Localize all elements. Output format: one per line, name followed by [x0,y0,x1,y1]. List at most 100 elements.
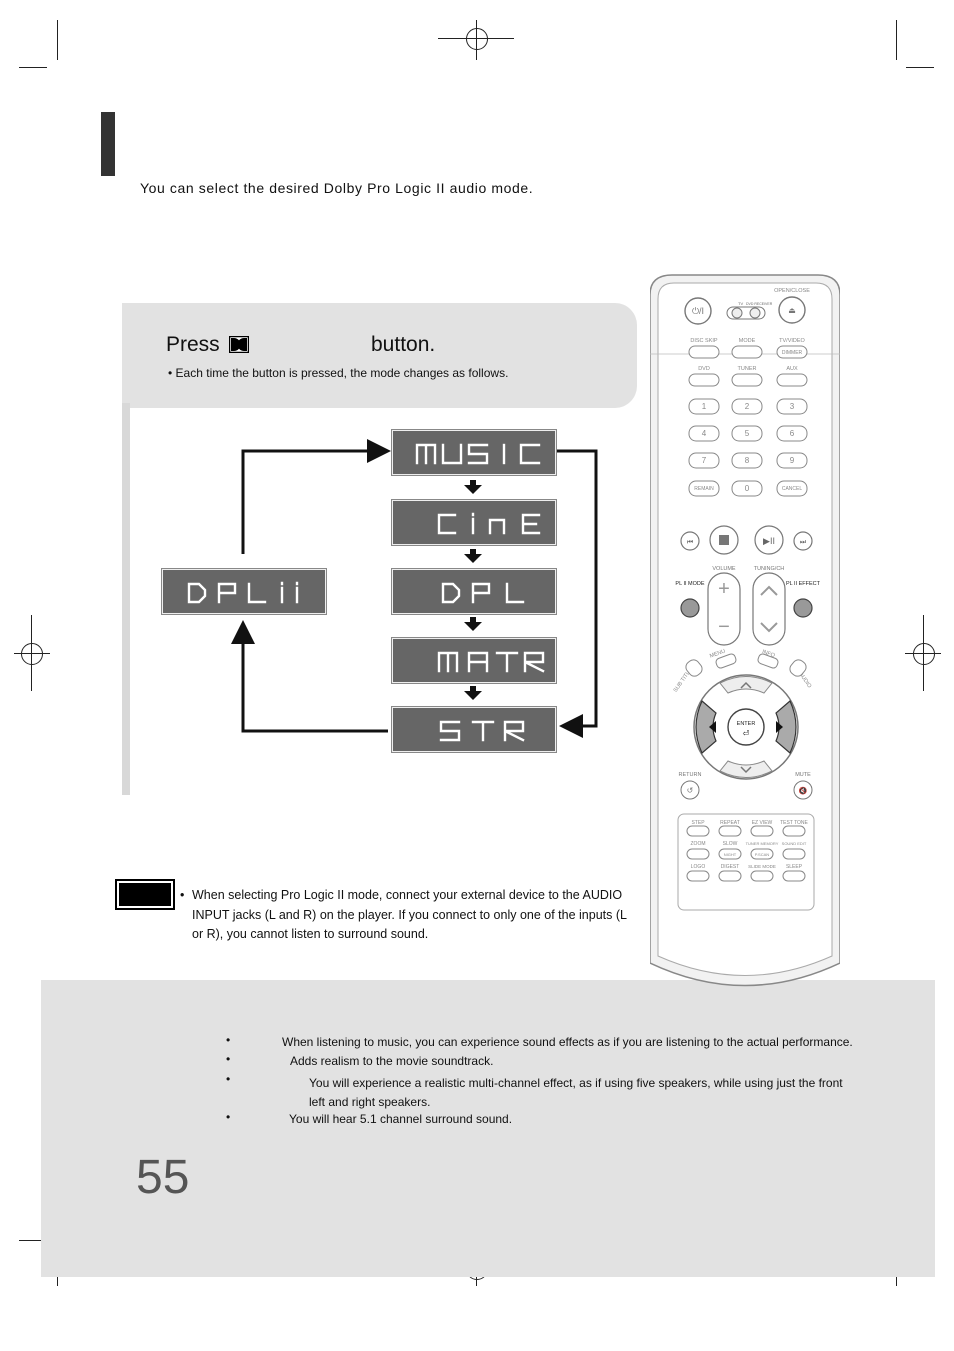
digit-8-label: 8 [745,456,750,465]
digit-6-button[interactable] [776,425,808,442]
zoom-button[interactable] [686,848,710,860]
pl-effect-button[interactable] [793,598,813,618]
lcd-str [392,707,556,752]
play-pause-icon: ▶II [763,536,775,546]
audio-button[interactable] [787,657,808,678]
cancel-button[interactable] [776,480,808,497]
mute-label: MUTE [795,772,811,778]
digit-2-button[interactable] [731,398,763,415]
repeat-button[interactable] [718,825,742,837]
sound-edit-button[interactable] [782,848,806,860]
nav-up-button[interactable] [719,676,773,694]
arrow-to-dplii [231,620,388,733]
power-button[interactable] [684,297,712,325]
crop-mark [19,1240,47,1241]
down-arrow [464,549,482,563]
menu-button[interactable] [715,653,737,669]
skip-back-button[interactable] [680,531,700,551]
description-cine: Adds realism to the movie soundtrack. [290,1054,494,1068]
digit-4-button[interactable] [688,425,720,442]
digit-0-button[interactable] [731,480,763,497]
enter-button[interactable] [727,708,765,746]
function-button-group [677,813,815,911]
volume-rocker[interactable] [707,572,741,646]
chevron-up-icon [760,585,778,596]
disc-skip-button[interactable] [688,345,720,359]
crop-mark [906,67,934,68]
note-body: When selecting Pro Logic II mode, connec… [192,888,627,941]
down-arrow [464,480,482,494]
pscan-button[interactable] [750,848,774,860]
description-music: When listening to music, you can experie… [282,1035,853,1049]
subtitle-button[interactable] [683,657,704,678]
arrow-up-icon [740,681,752,689]
registration-mark [913,643,935,665]
crop-mark [476,20,477,60]
pl-mode-label: PL II MODE [675,581,704,587]
info-button[interactable] [757,653,779,669]
chevron-down-icon [760,622,778,633]
description-str: You will hear 5.1 channel surround sound… [289,1112,513,1126]
sleep-button[interactable] [782,870,806,882]
open-close-button[interactable] [778,296,806,324]
mode-label: MODE [739,338,756,344]
digit-1-label: 1 [702,402,707,411]
down-arrows [464,480,482,700]
bullet: • [226,1072,231,1086]
menu-label: MENU [709,648,726,659]
page-number: 55 [136,1151,190,1204]
digit-3-button[interactable] [776,398,808,415]
nav-down-button[interactable] [719,760,773,778]
arrow-to-music [241,439,391,554]
tv-video-button[interactable] [776,345,808,359]
mode-switch-dvd[interactable] [749,307,761,319]
ez-view-button[interactable] [750,825,774,837]
mute-icon: 🔇 [799,786,808,795]
note-text: •When selecting Pro Logic II mode, conne… [180,886,630,945]
tuner-button[interactable] [731,373,763,387]
nav-right-button[interactable] [775,700,797,754]
dolby-icon [229,336,249,353]
power-icon: ⏻/I [692,306,704,316]
bullet: • [226,1052,231,1066]
logo-button[interactable] [686,870,710,882]
digest-button[interactable] [718,870,742,882]
sleep-label: SLEEP [786,864,803,870]
mode-switch-tv[interactable] [731,307,743,319]
nav-left-button[interactable] [695,700,717,754]
dvd-label: DVD [698,366,710,372]
description-dpl: You will experience a realistic multi-ch… [309,1076,843,1109]
pl-effect-label: PL II EFFECT [786,581,821,587]
step-button[interactable] [686,825,710,837]
crop-mark [905,653,941,654]
intro-text: You can select the desired Dolby Pro Log… [140,180,534,196]
eject-icon: ⏏ [788,306,796,315]
step-button-label: button. [371,333,436,356]
dimmer-label: DIMMER [782,350,803,356]
digit-7-label: 7 [702,456,707,465]
repeat-label: REPEAT [720,820,740,826]
mute-button[interactable] [793,780,813,800]
digit-5-button[interactable] [731,425,763,442]
aux-button[interactable] [776,373,808,387]
digit-7-button[interactable] [688,452,720,469]
play-pause-button[interactable] [754,525,784,555]
digit-1-button[interactable] [688,398,720,415]
remain-button[interactable] [688,480,720,497]
mode-button[interactable] [731,345,763,359]
night-button[interactable] [718,848,742,860]
dvd-button[interactable] [688,373,720,387]
lcd-music [392,430,556,475]
return-button[interactable] [680,780,700,800]
skip-forward-button[interactable] [793,531,813,551]
tuning-rocker[interactable] [752,572,786,646]
section-title-bar [101,112,115,176]
slide-mode-button[interactable] [750,870,774,882]
test-tone-button[interactable] [782,825,806,837]
plus-icon: + [718,578,730,600]
digit-9-button[interactable] [776,452,808,469]
pl-mode-button[interactable] [680,598,700,618]
skip-forward-icon: ⏭ [800,539,807,546]
digit-8-button[interactable] [731,452,763,469]
minus-icon: − [718,616,730,638]
